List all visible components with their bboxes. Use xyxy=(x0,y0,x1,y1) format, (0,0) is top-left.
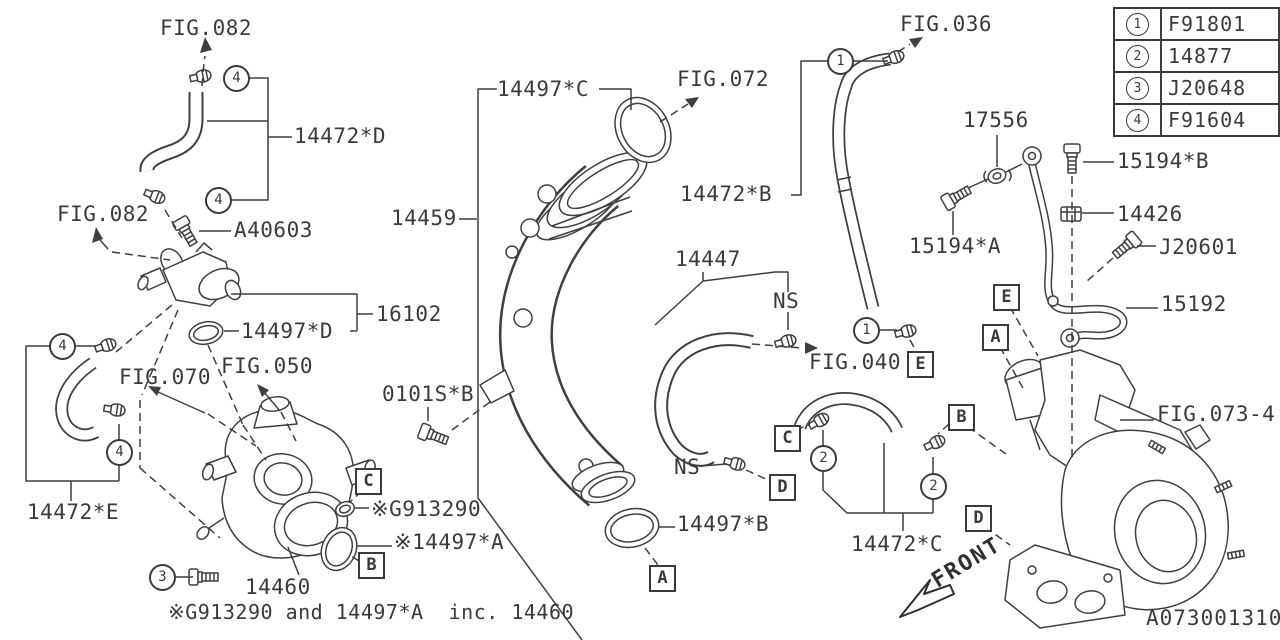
part-number-label: 15192 xyxy=(1161,292,1227,316)
legend-number-cell: 2 xyxy=(1113,39,1162,73)
fastener-number-marker: 1 xyxy=(827,48,854,75)
o-ring-14497b-drawing xyxy=(604,507,660,549)
legend-row: 4 F91604 xyxy=(1113,103,1280,137)
legend-part-code: F91604 xyxy=(1159,103,1280,137)
part-number-label: 14472*C xyxy=(851,532,944,556)
legend-number-icon: 2 xyxy=(1125,44,1149,68)
fastener-number-marker: 4 xyxy=(49,333,76,360)
o-ring-g913290-drawing xyxy=(335,500,355,518)
part-number-label: ※14497*A xyxy=(394,530,505,554)
legend-number-icon: 1 xyxy=(1125,12,1149,36)
figure-reference-label: FIG.082 xyxy=(160,16,253,40)
turbocharger-drawing xyxy=(1004,349,1246,629)
oil-pipe-15192-drawing xyxy=(1022,146,1128,348)
part-number-label: A40603 xyxy=(234,218,313,242)
part-number-label: 14472*B xyxy=(680,182,773,206)
footnote: ※G913290 and 14497*A inc. 14460 xyxy=(168,600,575,624)
figure-reference-label: FIG.072 xyxy=(677,67,770,91)
fastener-number-marker: 1 xyxy=(853,317,880,344)
figure-arrowheads xyxy=(92,37,923,397)
figure-reference-label: FIG.040 xyxy=(809,350,902,374)
legend-table: 1 F91801 2 14877 3 J20648 4 F91604 xyxy=(1113,7,1280,137)
fastener-number-marker: 4 xyxy=(106,439,133,466)
legend-row: 1 F91801 xyxy=(1113,7,1280,41)
legend-part-code: 14877 xyxy=(1159,39,1280,73)
legend-row: 3 J20648 xyxy=(1113,71,1280,105)
figure-reference-label: FIG.082 xyxy=(57,202,150,226)
front-direction-arrow xyxy=(899,579,955,618)
grommet-17556-drawing xyxy=(983,167,1012,185)
part-number-label: 14497*D xyxy=(241,319,334,343)
hose-14472e-drawing xyxy=(55,336,127,442)
section-letter-box: C xyxy=(774,425,801,452)
part-number-label: 15194*B xyxy=(1117,149,1210,173)
part-number-label: 0101S*B xyxy=(382,382,475,406)
figure-reference-label: FIG.073-4 xyxy=(1157,402,1276,426)
section-letter-box: E xyxy=(907,351,934,378)
part-number-label: 16102 xyxy=(376,302,442,326)
figure-reference-label: FIG.036 xyxy=(900,12,993,36)
legend-number-icon: 3 xyxy=(1125,76,1149,100)
figure-reference-label: FIG.070 xyxy=(119,365,212,389)
hose-14472c-drawing xyxy=(793,391,948,454)
hose-14472b-drawing xyxy=(832,47,919,341)
figure-reference-label: FIG.050 xyxy=(221,354,314,378)
legend-part-code: J20648 xyxy=(1159,71,1280,105)
part-number-label: 14447 xyxy=(675,247,741,271)
nut-14426-drawing xyxy=(1060,206,1082,222)
leader-lines xyxy=(25,60,1158,640)
section-letter-box: C xyxy=(355,468,382,495)
section-letter-box: D xyxy=(769,474,796,501)
legend-number-icon: 4 xyxy=(1125,108,1149,132)
part-number-label: 14497*B xyxy=(677,512,770,536)
hose-14472d-drawing xyxy=(139,67,213,207)
section-letter-box: D xyxy=(965,505,992,532)
fastener-number-marker: 3 xyxy=(149,564,176,591)
part-number-label: 17556 xyxy=(963,108,1029,132)
fastener-number-marker: 4 xyxy=(223,65,250,92)
part-number-label: J20601 xyxy=(1159,235,1238,259)
part-number-label: NS xyxy=(773,289,800,313)
o-ring-14497a-drawing xyxy=(320,526,358,572)
fastener-number-marker: 2 xyxy=(810,445,837,472)
section-letter-box: B xyxy=(948,404,975,431)
part-number-label: 14460 xyxy=(245,575,311,599)
section-letter-box: A xyxy=(982,324,1009,351)
drawing-number: A073001310 xyxy=(1146,606,1280,630)
part-number-label: NS xyxy=(674,455,701,479)
part-number-label: 15194*A xyxy=(909,234,1002,258)
part-number-label: 14426 xyxy=(1117,202,1183,226)
part-number-label: 14497*C xyxy=(497,77,590,101)
section-letter-box: A xyxy=(649,565,676,592)
hose-14447-drawing xyxy=(654,332,799,473)
fastener-number-marker: 2 xyxy=(920,473,947,500)
legend-row: 2 14877 xyxy=(1113,39,1280,73)
air-duct-14459-drawing xyxy=(479,151,648,507)
legend-part-code: F91801 xyxy=(1159,7,1280,41)
part-number-label: 14472*D xyxy=(294,124,387,148)
section-letter-box: B xyxy=(358,552,385,579)
legend-number-cell: 1 xyxy=(1113,7,1162,41)
part-number-label: 14459 xyxy=(391,206,457,230)
legend-number-cell: 3 xyxy=(1113,71,1162,105)
part-number-label: 14472*E xyxy=(27,500,120,524)
legend-number-cell: 4 xyxy=(1113,103,1162,137)
bypass-valve-16102-drawing xyxy=(137,214,242,346)
part-number-label: ※G913290 xyxy=(371,497,482,521)
fastener-number-marker: 4 xyxy=(205,187,232,214)
section-letter-box: E xyxy=(993,284,1020,311)
